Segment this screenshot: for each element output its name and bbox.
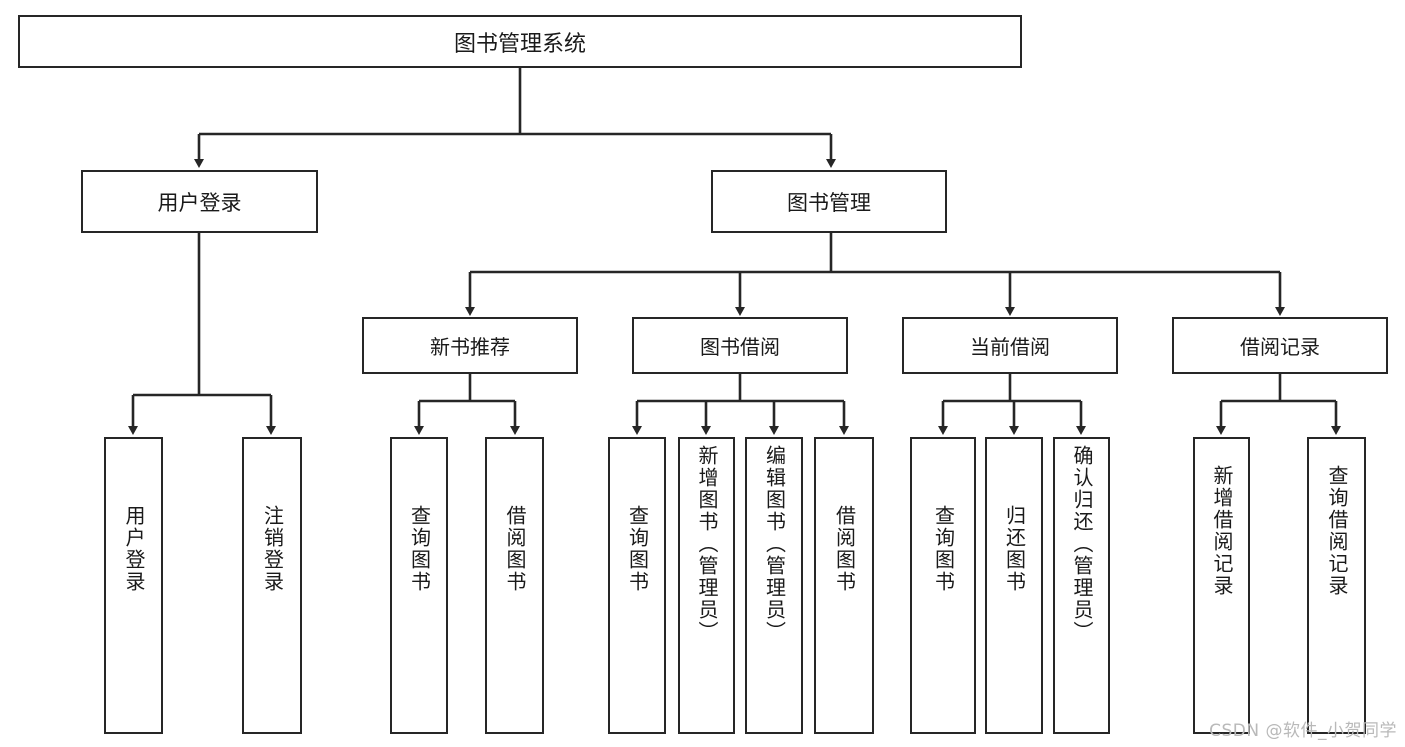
node-label: 编辑图书（管理员）	[762, 445, 787, 643]
node-root-system[interactable]: 图书管理系统	[18, 15, 1022, 68]
node-label: 新增图书（管理员）	[695, 445, 719, 643]
node-label: 归还图书	[1002, 505, 1027, 593]
node-label: 查询图书	[931, 505, 956, 593]
node-label: 新书推荐	[430, 335, 510, 359]
leaf-borrow-book-recommend[interactable]: 借阅图书	[485, 437, 544, 734]
node-label: 确认归还（管理员）	[1070, 445, 1094, 643]
node-label: 查询图书	[625, 505, 650, 593]
node-label: 借阅图书	[832, 505, 857, 593]
node-label: 注销登录	[260, 505, 285, 593]
node-label: 新增借阅记录	[1210, 465, 1234, 597]
node-label: 图书管理系统	[453, 31, 586, 57]
node-current-borrow[interactable]: 当前借阅	[902, 317, 1118, 374]
node-label: 图书借阅	[700, 335, 780, 359]
node-label: 当前借阅	[970, 335, 1050, 359]
leaf-query-book-current[interactable]: 查询图书	[910, 437, 976, 734]
node-user-login[interactable]: 用户登录	[81, 170, 318, 233]
node-label: 借阅图书	[503, 505, 527, 593]
node-new-book-recommend[interactable]: 新书推荐	[362, 317, 578, 374]
leaf-logout-login[interactable]: 注销登录	[242, 437, 302, 734]
node-label: 图书管理	[787, 190, 871, 215]
node-borrow-records[interactable]: 借阅记录	[1172, 317, 1388, 374]
node-label: 查询借阅记录	[1325, 465, 1349, 597]
leaf-user-login[interactable]: 用户登录	[104, 437, 163, 734]
node-label: 借阅记录	[1240, 335, 1320, 359]
leaf-return-book[interactable]: 归还图书	[985, 437, 1043, 734]
node-label: 用户登录	[157, 190, 242, 215]
leaf-add-borrow-record[interactable]: 新增借阅记录	[1193, 437, 1250, 734]
leaf-query-book-borrow[interactable]: 查询图书	[608, 437, 666, 734]
node-label: 查询图书	[407, 505, 432, 593]
leaf-edit-book-admin[interactable]: 编辑图书（管理员）	[745, 437, 803, 734]
csdn-watermark: CSDN @软件_小贺同学	[1209, 721, 1397, 741]
leaf-query-borrow-record[interactable]: 查询借阅记录	[1307, 437, 1366, 734]
leaf-add-book-admin[interactable]: 新增图书（管理员）	[678, 437, 735, 734]
node-label: 用户登录	[122, 505, 146, 593]
leaf-query-book-recommend[interactable]: 查询图书	[390, 437, 448, 734]
node-book-management[interactable]: 图书管理	[711, 170, 947, 233]
node-book-borrow[interactable]: 图书借阅	[632, 317, 848, 374]
leaf-confirm-return-admin[interactable]: 确认归还（管理员）	[1053, 437, 1110, 734]
leaf-borrow-book[interactable]: 借阅图书	[814, 437, 874, 734]
